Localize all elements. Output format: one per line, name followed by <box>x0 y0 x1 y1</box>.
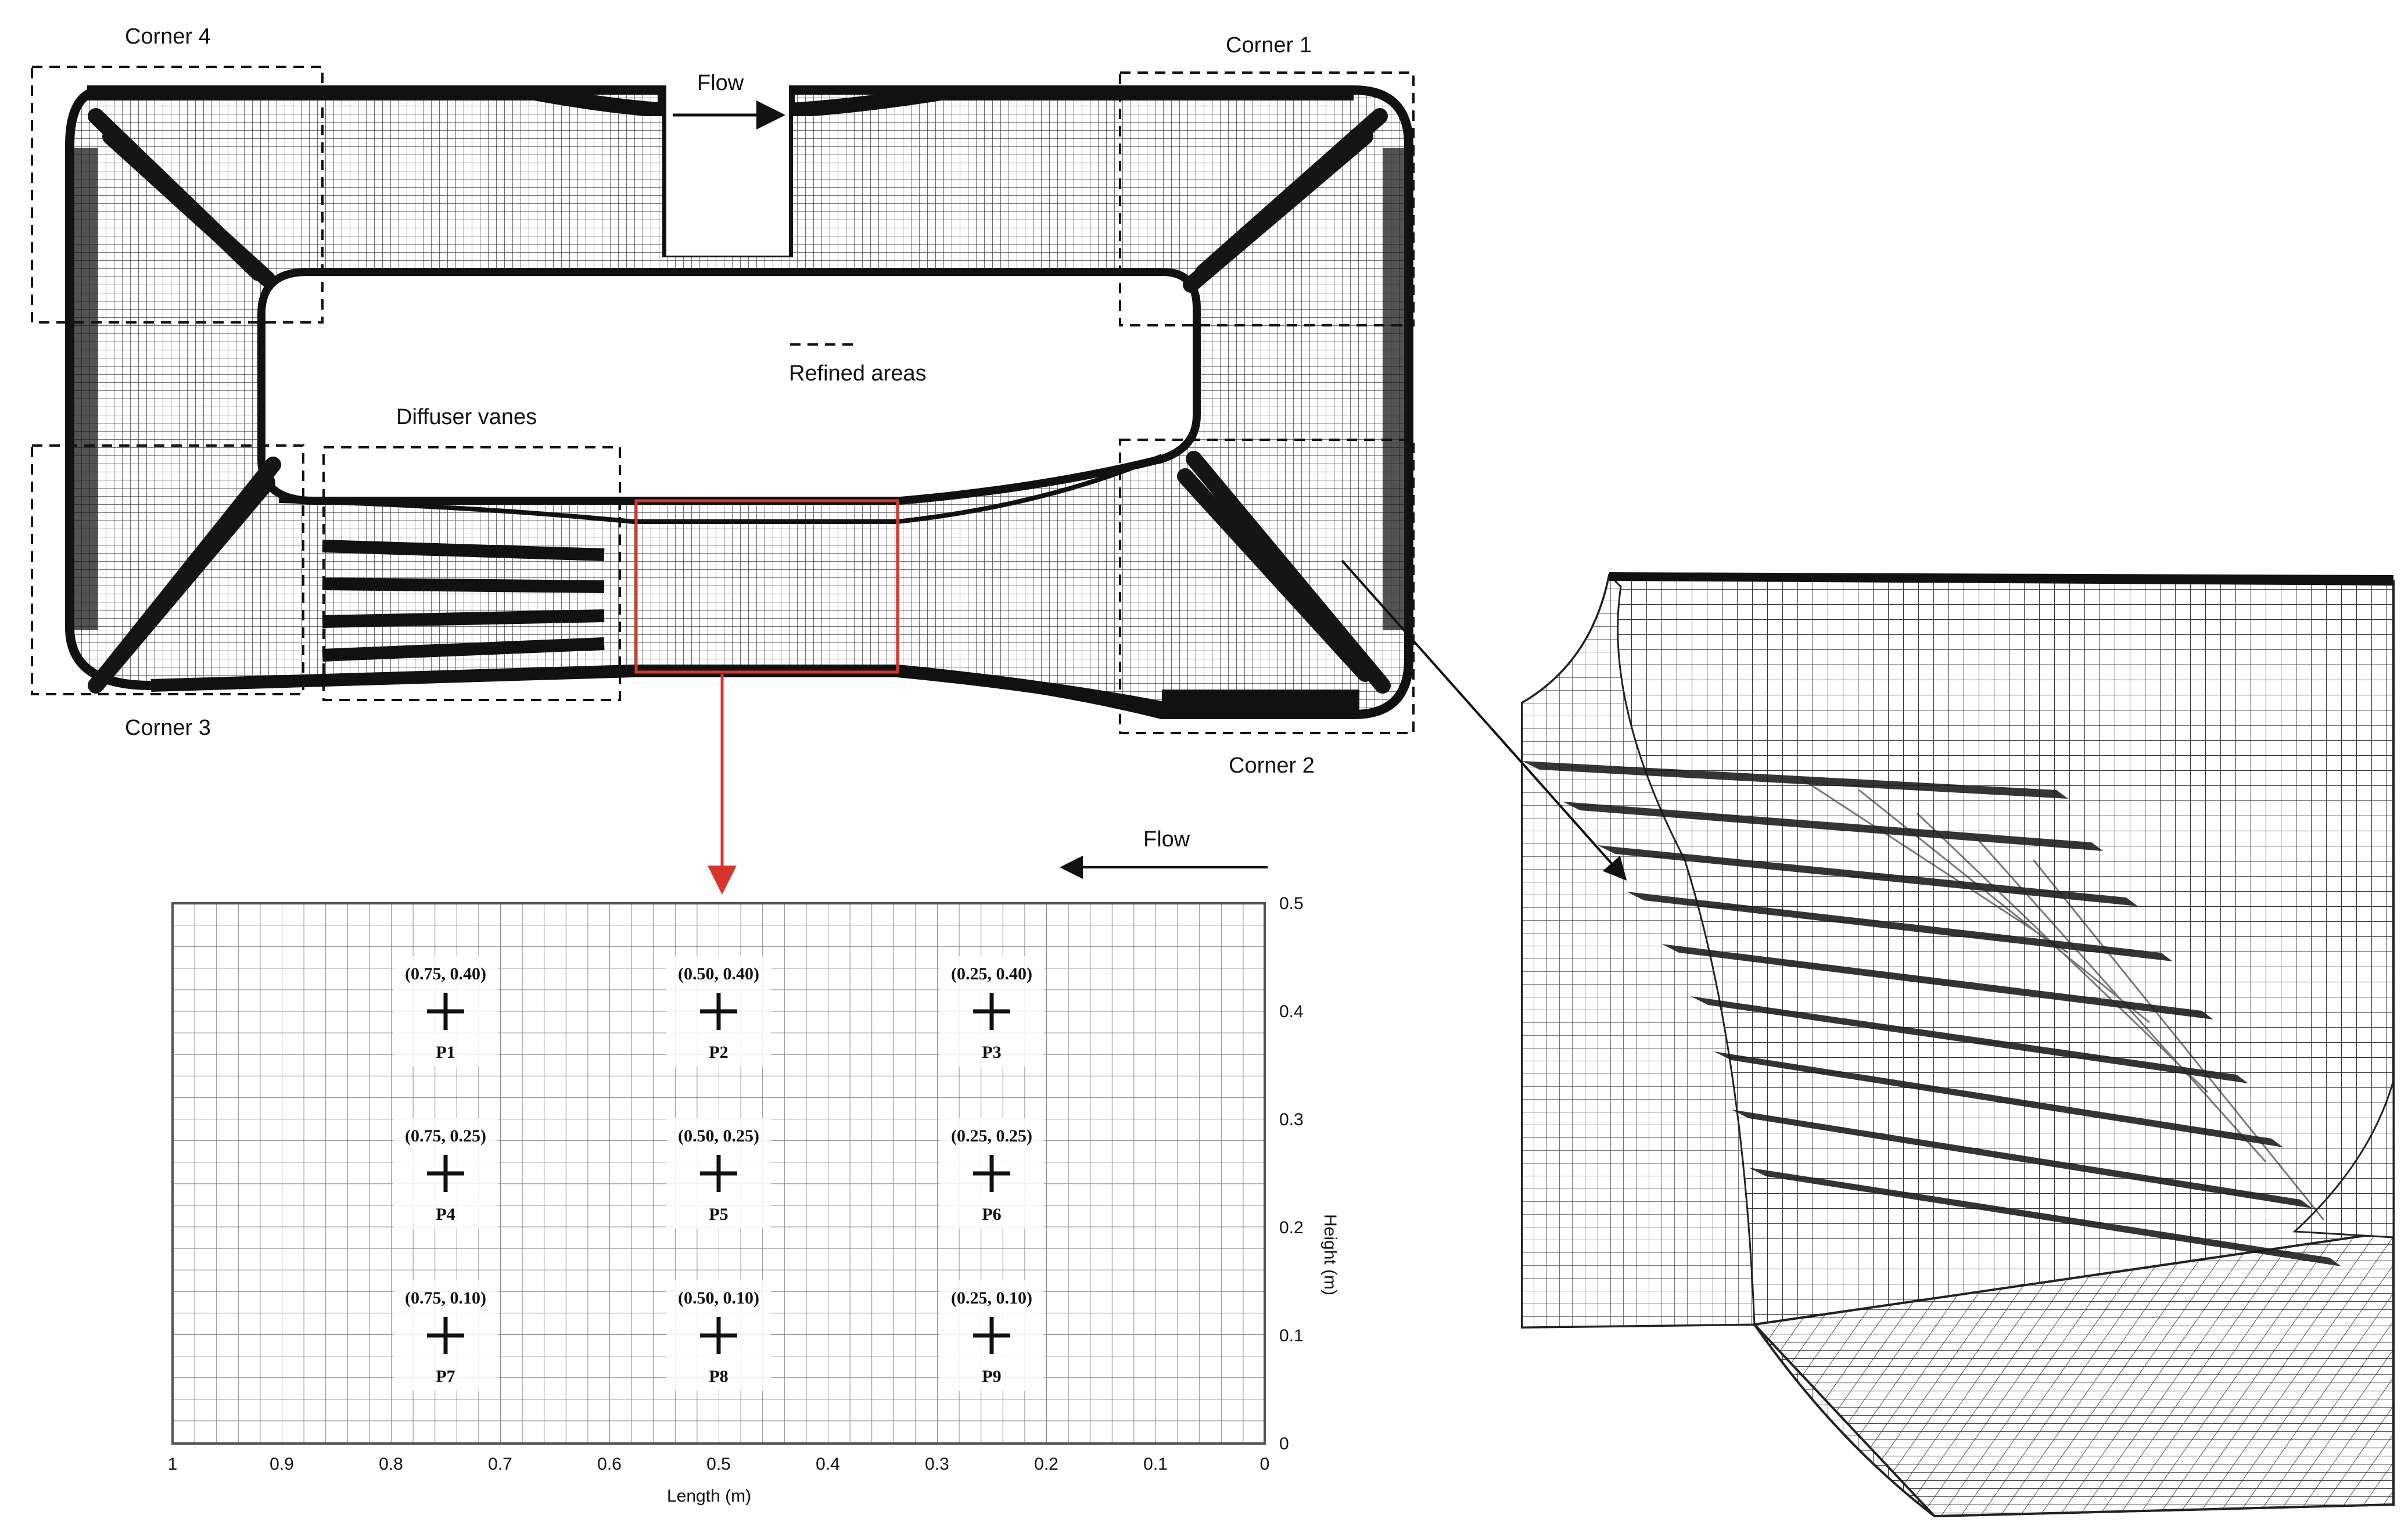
point-marker <box>973 1317 1010 1354</box>
x-tick-label: 0.6 <box>597 1455 622 1474</box>
y-tick-label: 0.5 <box>1279 894 1304 913</box>
corner4-label: Corner 4 <box>125 24 211 49</box>
corner1-label: Corner 1 <box>1226 33 1312 58</box>
tunnel-gap <box>666 81 789 256</box>
point-name-label: P2 <box>709 1043 728 1062</box>
refined-area-boxes <box>31 66 1415 734</box>
y-tick-label: 0.2 <box>1279 1218 1304 1237</box>
measurement-point-p6: (0.25, 0.25) P6 <box>939 1118 1044 1229</box>
x-tick-label: 0.8 <box>379 1455 403 1474</box>
point-marker <box>973 993 1010 1030</box>
point-marker <box>700 1317 737 1354</box>
y-tick-label: 0 <box>1279 1434 1289 1453</box>
point-coord-label: (0.25, 0.25) <box>951 1126 1032 1146</box>
y-tick-labels: 0 0.1 0.2 0.3 0.4 0.5 <box>1279 894 1304 1453</box>
measurement-point-p8: (0.50, 0.10) P8 <box>666 1280 771 1391</box>
corner-vanes <box>88 108 1391 694</box>
tunnel-contraction-edge <box>278 454 1163 524</box>
tunnel-right-band <box>1383 148 1406 630</box>
x-tick-label: 0.9 <box>270 1455 294 1474</box>
test-section-highlight <box>634 499 899 674</box>
y-axis-label: Height (m) <box>1320 1214 1340 1295</box>
tunnel-top-wall <box>87 85 673 119</box>
x-tick-label: 0.5 <box>706 1455 731 1474</box>
point-name-label: P8 <box>709 1367 728 1386</box>
measurement-point-p9: (0.25, 0.10) P9 <box>939 1280 1044 1391</box>
point-marker <box>973 1155 1010 1192</box>
point-name-label: P9 <box>982 1367 1001 1386</box>
point-name-label: P5 <box>709 1205 728 1224</box>
tunnel-top-wall-right <box>789 85 1354 118</box>
x-tick-labels: 1 0.9 0.8 0.7 0.6 0.5 0.4 0.3 0.2 0.1 0 <box>168 1455 1270 1474</box>
corner2-label: Corner 2 <box>1229 753 1315 778</box>
corner3-label: Corner 3 <box>125 716 211 740</box>
grid-plot: 1 0.9 0.8 0.7 0.6 0.5 0.4 0.3 0.2 0.1 0 0 0.1 0.2 0.3… <box>168 894 1304 1474</box>
x-tick-label: 0 <box>1260 1455 1270 1474</box>
3d-floor <box>1752 1230 2395 1518</box>
refined-box-corner1 <box>1119 71 1415 326</box>
refined-box-corner2 <box>1119 439 1415 734</box>
measurement-points: (0.75, 0.40) P1 (0.50, 0.40) P2 (0.25, 0.40)… <box>393 956 1044 1391</box>
corner2-to-3d-arrow <box>1341 559 1627 881</box>
y-tick-label: 0.4 <box>1279 1002 1304 1021</box>
refined-box-corner4 <box>31 66 324 324</box>
x-tick-label: 0.2 <box>1034 1455 1058 1474</box>
3d-turning-vanes <box>1522 761 2341 1266</box>
measurement-point-p1: (0.75, 0.40) P1 <box>393 956 498 1067</box>
point-coord-label: (0.50, 0.40) <box>678 964 759 983</box>
refined-areas-label: Refined areas <box>789 361 927 386</box>
x-tick-label: 0.7 <box>488 1455 512 1474</box>
refined-box-corner3 <box>31 444 304 695</box>
x-tick-label: 0.3 <box>925 1455 949 1474</box>
point-name-label: P7 <box>436 1367 455 1386</box>
refined-box-diffuser <box>322 446 621 701</box>
measurement-point-p3: (0.25, 0.40) P3 <box>939 956 1044 1067</box>
point-name-label: P4 <box>436 1205 455 1224</box>
point-marker <box>427 1155 464 1192</box>
tunnel-duct-top-right <box>793 116 1130 264</box>
point-coord-label: (0.50, 0.25) <box>678 1126 759 1146</box>
point-coord-label: (0.25, 0.40) <box>951 964 1032 983</box>
tunnel-left-band <box>74 148 98 630</box>
3d-curved-side <box>1521 573 1756 1329</box>
point-name-label: P1 <box>436 1043 455 1062</box>
diffuser-vanes-label: Diffuser vanes <box>396 405 537 429</box>
tunnel-flow-label: Flow <box>697 71 744 95</box>
measurement-point-p2: (0.50, 0.40) P2 <box>666 956 771 1067</box>
measurement-point-p5: (0.50, 0.25) P5 <box>666 1118 771 1229</box>
tunnel-bottom-wall <box>150 665 1354 714</box>
point-name-label: P6 <box>982 1205 1001 1224</box>
measurement-point-p7: (0.75, 0.10) P7 <box>393 1280 498 1391</box>
point-marker <box>427 1317 464 1354</box>
point-coord-label: (0.25, 0.10) <box>951 1288 1032 1308</box>
x-tick-label: 0.1 <box>1143 1455 1168 1474</box>
point-marker <box>700 1155 737 1192</box>
3d-vane-shading <box>1800 777 2325 1220</box>
point-marker <box>700 993 737 1030</box>
point-name-label: P3 <box>982 1043 1001 1062</box>
point-coord-label: (0.75, 0.10) <box>405 1288 486 1308</box>
x-axis-label: Length (m) <box>667 1487 751 1506</box>
x-tick-label: 0.4 <box>816 1455 840 1474</box>
tunnel-mesh <box>65 81 1413 719</box>
measurement-point-p4: (0.75, 0.25) P4 <box>393 1118 498 1229</box>
point-marker <box>427 993 464 1030</box>
y-tick-label: 0.3 <box>1279 1110 1304 1129</box>
point-coord-label: (0.50, 0.10) <box>678 1288 759 1308</box>
point-coord-label: (0.75, 0.40) <box>405 964 486 983</box>
tunnel-inner-hole <box>257 268 1201 505</box>
diffuser-vanes <box>322 540 605 662</box>
y-tick-label: 0.1 <box>1279 1326 1304 1345</box>
tunnel-duct-top <box>325 116 662 264</box>
grid-flow-label: Flow <box>1143 827 1190 852</box>
corner-3d-mesh <box>1521 572 2395 1518</box>
3d-top-rim <box>1609 572 2393 586</box>
point-coord-label: (0.75, 0.25) <box>405 1126 486 1146</box>
x-tick-label: 1 <box>168 1455 178 1474</box>
